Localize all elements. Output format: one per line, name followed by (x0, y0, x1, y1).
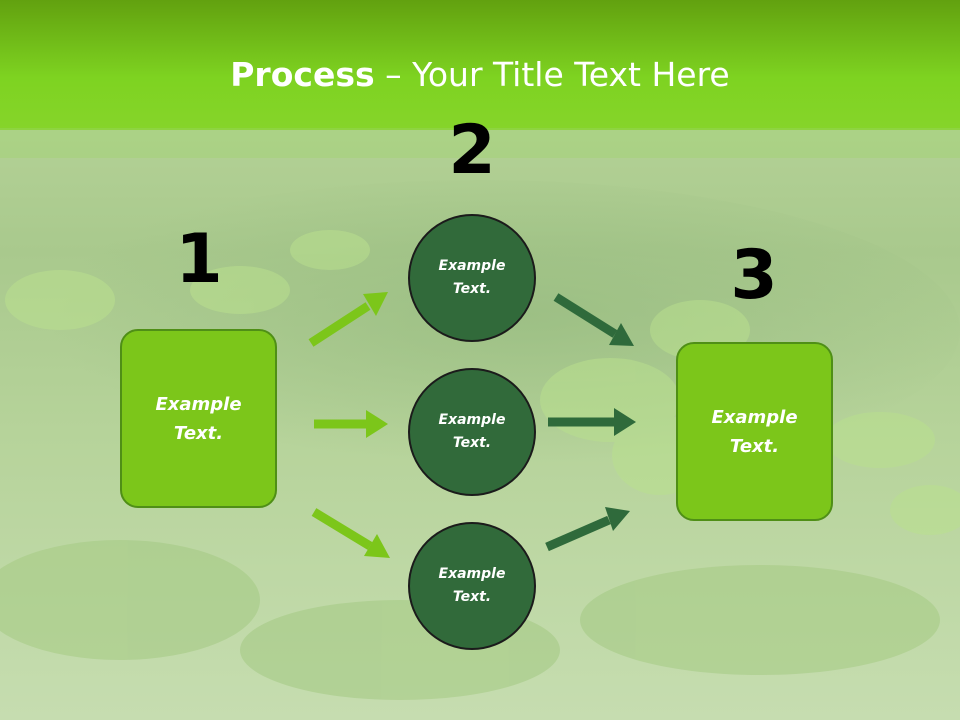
circle-middle-text: Example Text. (438, 412, 506, 451)
arrow-left-to-mid (314, 410, 388, 438)
step-number-1: 1 (175, 220, 223, 299)
step-number-2: 2 (448, 111, 496, 190)
slide-title: Process – Your Title Text Here (0, 54, 960, 96)
arrow-top-to-right (553, 293, 634, 346)
step-number-3: 3 (730, 236, 778, 315)
circle-top-text: Example Text. (438, 258, 506, 297)
circle-bottom-text: Example Text. (438, 566, 506, 605)
step-1-box-text: Example Text. (155, 393, 242, 444)
arrow-bot-to-right (545, 507, 630, 552)
arrow-left-to-bot (311, 508, 390, 558)
title-rest-part: – Your Title Text Here (374, 55, 730, 94)
step-3-box-text: Example Text. (711, 406, 798, 457)
step-2-circle-middle: Example Text. (408, 368, 536, 496)
step-2-circle-bottom: Example Text. (408, 522, 536, 650)
step-2-circle-top: Example Text. (408, 214, 536, 342)
arrow-mid-to-right (548, 408, 636, 436)
step-3-box: Example Text. (676, 342, 833, 521)
title-bold-part: Process (230, 55, 375, 94)
arrow-left-to-top (308, 292, 388, 347)
step-1-box: Example Text. (120, 329, 277, 508)
